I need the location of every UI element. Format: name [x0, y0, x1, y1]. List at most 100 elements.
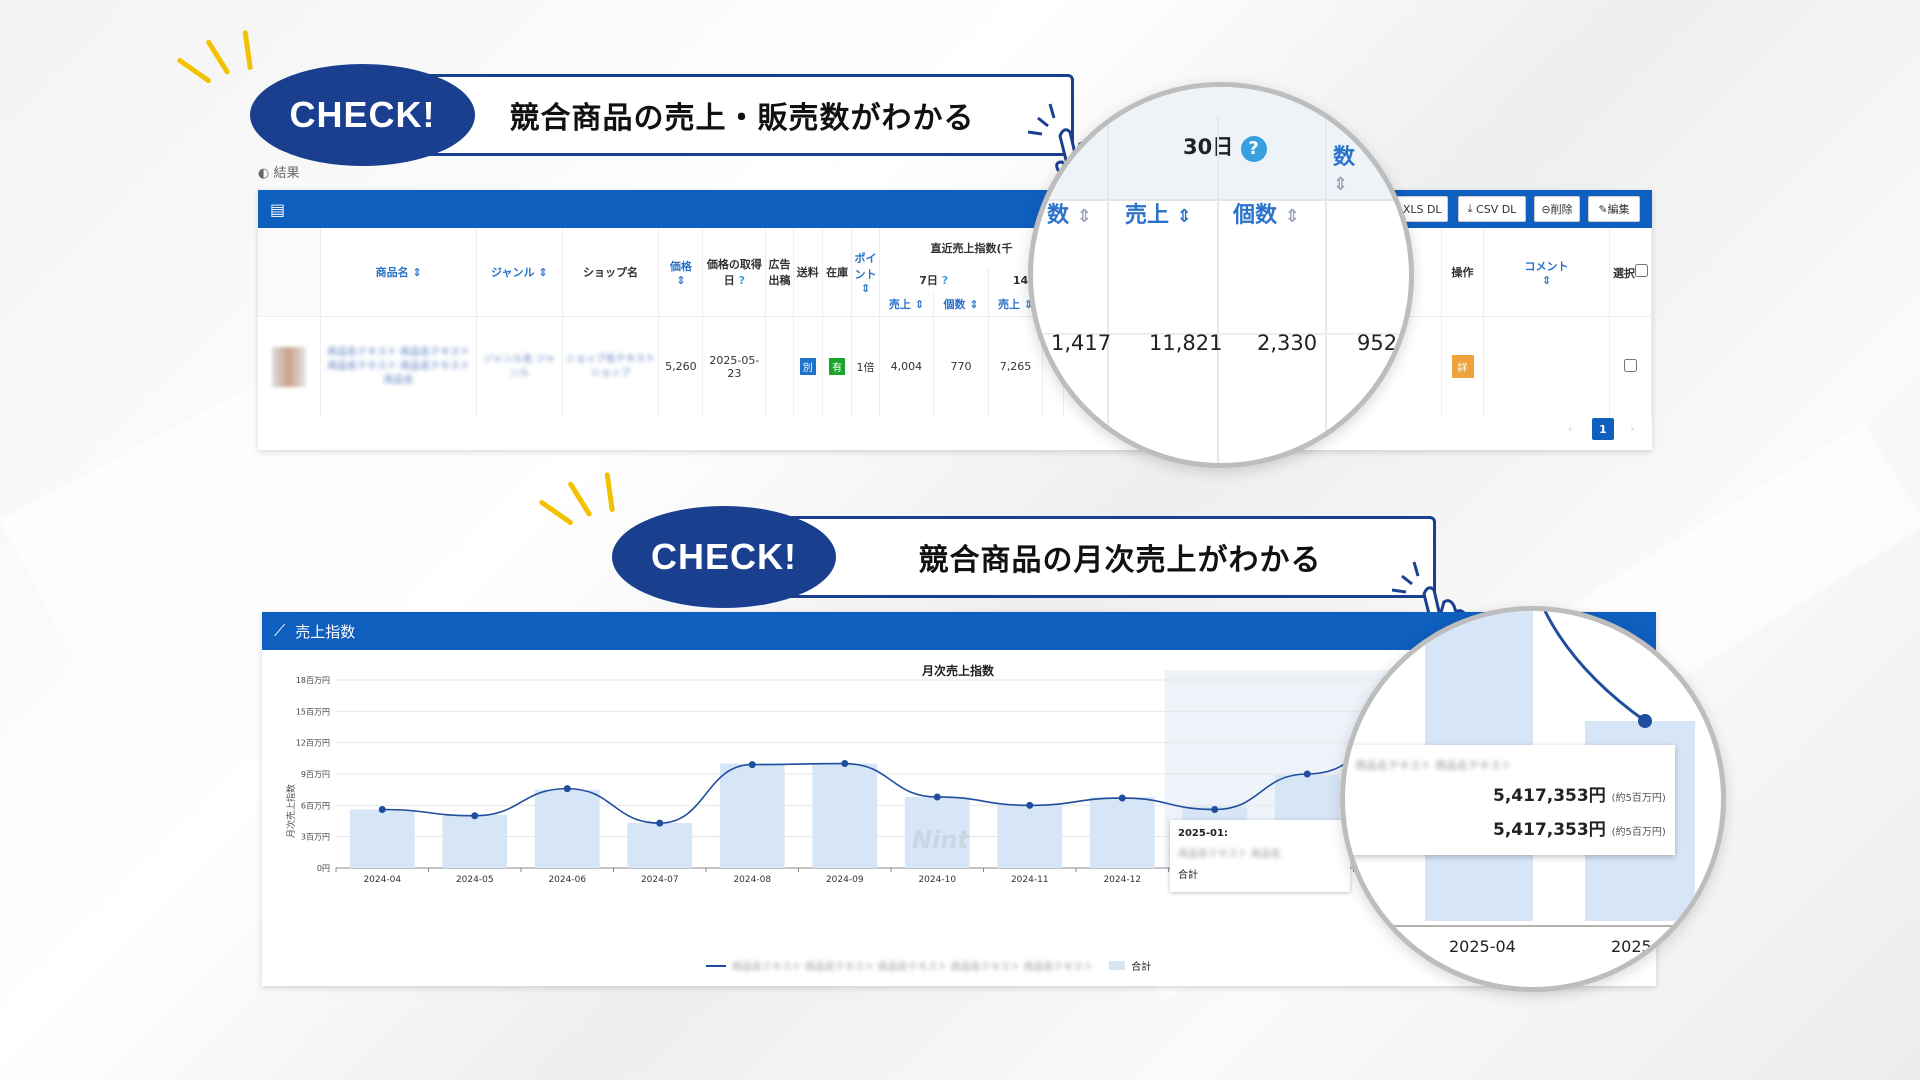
x-tick-label: 2024-11: [1011, 875, 1049, 885]
results-table: 商品名 ⇕ ジャンル ⇕ ショップ名 価格⇕ 価格の取得日 ? 広告出稿 送料 …: [258, 228, 1653, 417]
col-7d-sales[interactable]: 売上 ⇕: [879, 292, 935, 317]
help-icon[interactable]: ?: [1240, 136, 1267, 162]
minus-circle-icon: ⊖: [1541, 202, 1551, 216]
zoom-tooltip: 商品名テキスト 商品名テキスト 5,417,353円 (約5百万円) 5,417…: [1345, 745, 1675, 855]
x-tick-label: 2024-04: [363, 875, 401, 885]
results-panel: ▤ ⤓ XLS DL ⤓ CSV DL ⊖削除 ✎編集 商品名 ⇕ ジャンル ⇕…: [258, 190, 1653, 450]
x-tick-label: 2024-07: [641, 875, 679, 885]
series-point: [933, 793, 941, 801]
bar-total: [904, 796, 970, 868]
stock-tag: 有: [829, 358, 846, 376]
header-sales[interactable]: 売上 ⇕: [1125, 203, 1192, 228]
series-point: [1118, 794, 1126, 802]
bar-total: [719, 763, 785, 868]
col-operation: 操作: [1441, 228, 1485, 317]
x-tick-label: 2024-06: [548, 875, 586, 885]
header-30d: 30日 ?: [1183, 131, 1267, 162]
series-point: [1303, 770, 1311, 778]
value-sales-30d: 11,821: [1149, 331, 1223, 355]
help-icon[interactable]: ?: [738, 274, 745, 287]
point-cell: 1倍: [851, 316, 880, 417]
delete-button[interactable]: ⊖削除: [1534, 196, 1580, 222]
row-select-checkbox[interactable]: [1623, 358, 1637, 372]
col-7d-units[interactable]: 個数 ⇕: [933, 292, 989, 317]
shipping-tag: 別: [799, 358, 816, 376]
zoom-lens-bottom: 商品名テキスト 商品名テキスト 5,417,353円 (約5百万円) 5,417…: [1340, 606, 1726, 992]
col-shipping: 送料: [793, 228, 823, 317]
y-tick-label: 15百万円: [296, 707, 330, 716]
d7-units-cell: 770: [933, 316, 989, 417]
csv-download-button[interactable]: ⤓ CSV DL: [1458, 196, 1526, 222]
table-icon: ▤: [270, 199, 286, 219]
y-tick-label: 0円: [317, 864, 330, 873]
edit-button[interactable]: ✎編集: [1588, 196, 1640, 222]
d14-sales-cell: 7,265: [988, 316, 1044, 417]
tooltip-value-2: 5,417,353円 (約5百万円): [1493, 820, 1666, 840]
tooltip-value-1: 5,417,353円 (約5百万円): [1493, 786, 1666, 806]
col-price-date: 価格の取得日 ?: [702, 228, 767, 317]
y-tick-label: 6百万円: [301, 801, 330, 810]
header-units-partial-right[interactable]: 数⇕: [1333, 145, 1356, 195]
series-point: [471, 812, 479, 820]
zoom-lens-top: 30日 ? 数 ⇕ 売上 ⇕ 個数 ⇕ 数⇕ 1,417 11,821 2,33…: [1028, 82, 1414, 468]
edit-icon: ✎: [1598, 202, 1608, 216]
legend-total-label[interactable]: 合計: [1131, 962, 1152, 973]
col-stock: 在庫: [822, 228, 853, 317]
header-units-partial[interactable]: 数 ⇕: [1047, 203, 1092, 228]
pagination-page-1[interactable]: 1: [1592, 418, 1614, 440]
select-all-checkbox[interactable]: [1634, 263, 1648, 277]
series-point: [1211, 806, 1219, 814]
series-point: [1026, 801, 1034, 809]
d7-sales-cell: 4,004: [879, 316, 935, 417]
bar-total: [349, 809, 415, 868]
results-section-label: ◐ 結果: [258, 166, 300, 181]
chart-tooltip: 2025-01: 商品名テキスト 商品名 合計: [1170, 820, 1350, 892]
banner-text: 競合商品の月次売上がわかる: [764, 516, 1436, 598]
bar-total: [442, 814, 508, 868]
product-name-link[interactable]: 商品名テキスト 商品名テキスト 商品名テキスト 商品名テキスト 商品名: [327, 346, 470, 386]
help-icon[interactable]: ?: [941, 274, 949, 287]
price-date-cell: 2025-05-23: [702, 316, 767, 417]
bar-total: [812, 763, 878, 868]
series-point: [378, 806, 386, 814]
bar-total: [1089, 796, 1155, 868]
series-point: [656, 819, 664, 827]
detail-button[interactable]: 詳: [1451, 355, 1474, 379]
bar-total: [534, 789, 600, 868]
x-tick-label: 2024-10: [918, 875, 956, 885]
line-chart-icon: ⟋: [274, 621, 286, 640]
pagination-next[interactable]: ›: [1630, 422, 1635, 435]
col-point[interactable]: ポイント⇕: [851, 228, 880, 317]
series-point: [841, 760, 849, 768]
chart-title: 月次売上指数: [922, 664, 995, 678]
col-shop: ショップ名: [562, 228, 660, 317]
check-badge: CHECK!: [250, 64, 475, 166]
panel-title: 売上指数: [295, 622, 356, 641]
series-point: [563, 785, 571, 793]
value-units-30d: 1,417: [1051, 331, 1112, 355]
x-tick-label: 2024-09: [826, 875, 864, 885]
shop-link[interactable]: ショップ名テキスト ショップ: [565, 353, 656, 379]
col-price[interactable]: 価格⇕: [658, 228, 704, 317]
col-comment[interactable]: コメント⇕: [1483, 228, 1610, 317]
y-tick-label: 3百万円: [301, 833, 330, 842]
col-select: 選択: [1609, 228, 1653, 317]
table-row: 商品名テキスト 商品名テキスト 商品名テキスト 商品名テキスト 商品名 ジャンル…: [258, 316, 1653, 417]
product-thumbnail[interactable]: [272, 346, 307, 387]
bar-total: [997, 805, 1063, 868]
x-tick-label: 2024-08: [733, 875, 771, 885]
y-tick-label: 9百万円: [301, 770, 330, 779]
x-tick-label: 2024-05: [456, 875, 494, 885]
legend-line-marker: [706, 964, 726, 967]
value-next: 952: [1357, 331, 1398, 355]
pagination-prev[interactable]: ‹: [1568, 422, 1573, 435]
genre-link[interactable]: ジャンル名 ジャンル: [483, 353, 556, 379]
col-product-name[interactable]: 商品名 ⇕: [320, 228, 477, 317]
col-ad: 広告出稿: [765, 228, 794, 317]
watermark-logo: Nint: [912, 826, 969, 854]
col-genre[interactable]: ジャンル ⇕: [476, 228, 563, 317]
legend-series-label[interactable]: 商品名テキスト 商品名テキスト 商品名テキスト 商品名テキスト 商品名テキスト: [732, 962, 1094, 973]
header-units[interactable]: 個数 ⇕: [1233, 203, 1300, 228]
chart-legend: 商品名テキスト 商品名テキスト 商品名テキスト 商品名テキスト 商品名テキスト …: [706, 958, 1151, 973]
price-cell: 5,260: [658, 316, 704, 417]
